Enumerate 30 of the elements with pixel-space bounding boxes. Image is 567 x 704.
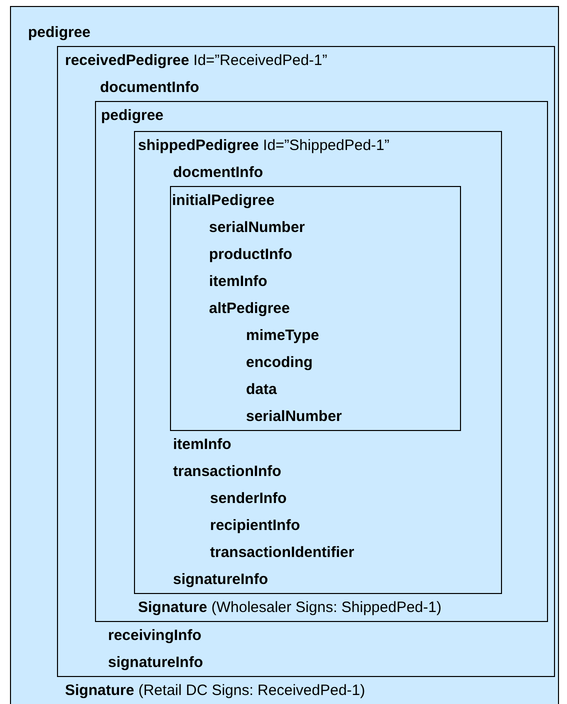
element-label: shippedPedigree Id=”ShippedPed-1” — [138, 138, 390, 153]
element-box — [57, 46, 555, 677]
element-box — [95, 101, 548, 622]
element-label: productInfo — [209, 247, 292, 262]
element-label: Signature (Retail DC Signs: ReceivedPed-1) — [65, 683, 366, 698]
element-box — [10, 6, 559, 704]
element-box — [170, 186, 461, 431]
element-label: docmentInfo — [173, 165, 263, 180]
element-label: altPedigree — [209, 301, 290, 316]
element-label: initialPedigree — [172, 193, 275, 208]
element-label: itemInfo — [173, 437, 232, 452]
element-label: data — [246, 382, 277, 397]
element-label: signatureInfo — [108, 655, 204, 670]
element-label: mimeType — [246, 328, 320, 343]
element-label: senderInfo — [210, 491, 287, 506]
element-label: encoding — [246, 355, 313, 370]
element-label: transactionInfo — [173, 464, 282, 479]
element-label: serialNumber — [209, 220, 305, 235]
element-label: receivingInfo — [108, 628, 202, 643]
element-label: receivedPedigree Id=”ReceivedPed-1” — [65, 53, 328, 68]
element-box — [134, 131, 502, 594]
element-label: serialNumber — [246, 409, 342, 424]
element-label: signatureInfo — [173, 572, 268, 587]
element-label: documentInfo — [100, 80, 200, 95]
element-label: recipientInfo — [210, 518, 300, 533]
element-label: transactionIdentifier — [210, 545, 354, 560]
element-label: itemInfo — [209, 274, 268, 289]
element-label: Signature (Wholesaler Signs: ShippedPed-1) — [138, 600, 442, 615]
element-label: pedigree — [101, 108, 164, 123]
element-label: pedigree — [28, 25, 91, 40]
